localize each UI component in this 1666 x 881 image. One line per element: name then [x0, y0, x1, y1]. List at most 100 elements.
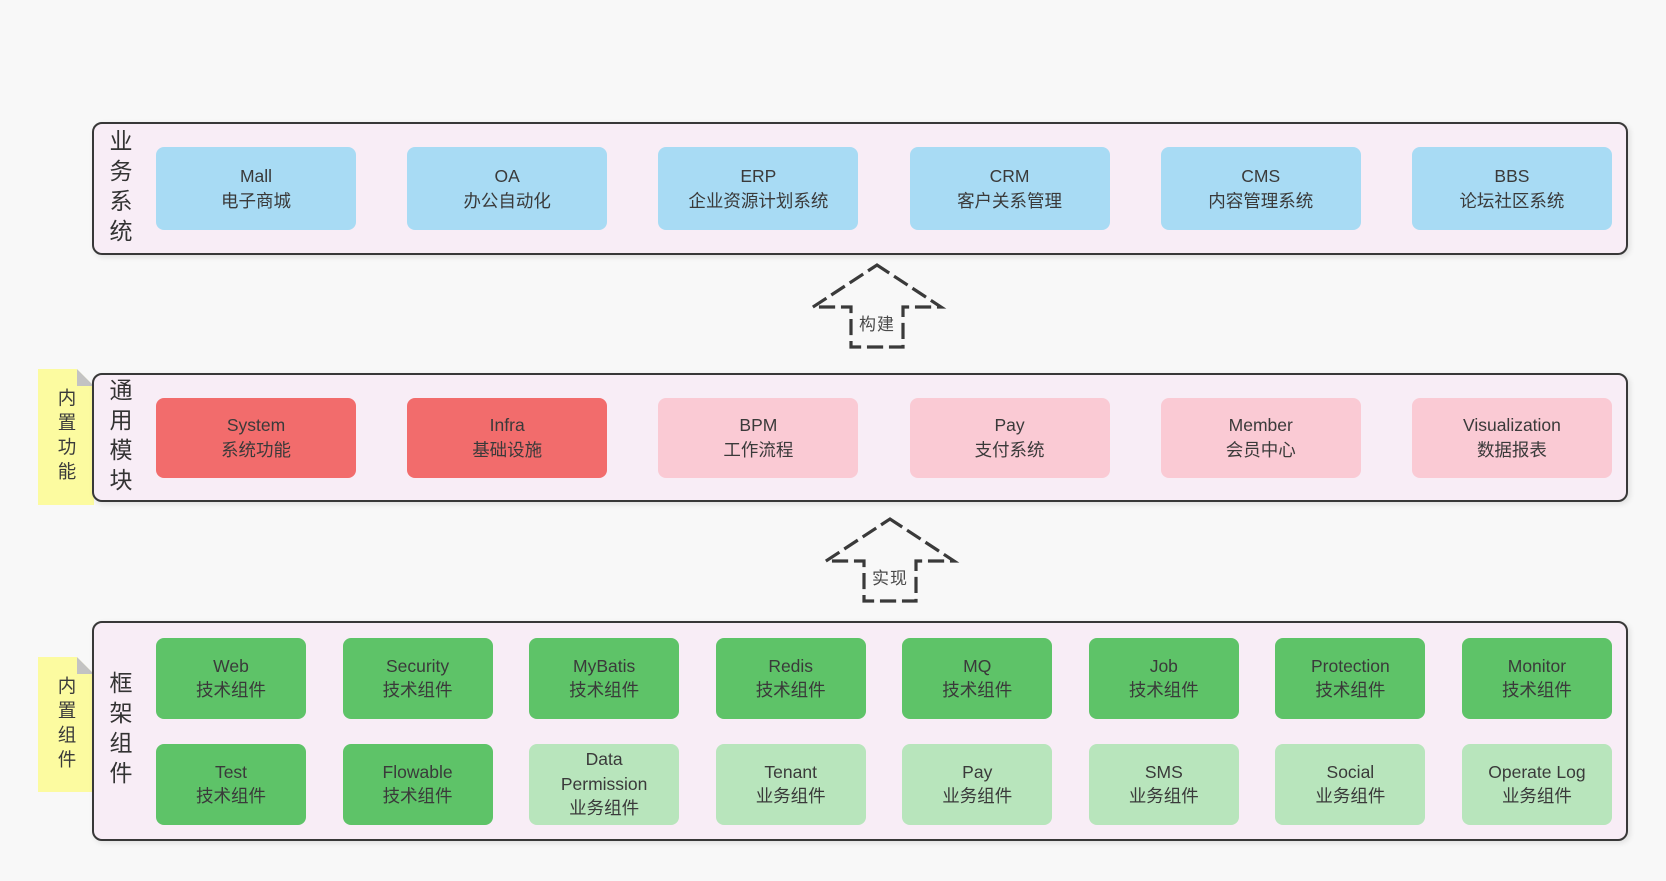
component-box: Data Permission 业务组件 [529, 743, 680, 825]
module-box: Pay 支付系统 [909, 397, 1110, 478]
box-desc: 工作流程 [723, 439, 794, 460]
box-desc: 技术组件 [755, 680, 826, 700]
component-box: Web 技术组件 [156, 637, 306, 719]
box-name: Web [213, 655, 249, 676]
box-name: Data Permission [560, 749, 648, 794]
box-desc: 内容管理系统 [1208, 190, 1314, 211]
sticky-tab-label: 内置功能 [56, 388, 77, 486]
box-desc: 技术组件 [382, 680, 453, 700]
arrow-up-icon [807, 263, 947, 349]
component-box: Security 技术组件 [342, 637, 493, 719]
box-desc: 业务组件 [755, 786, 826, 806]
box-name: Job [1149, 655, 1178, 676]
box-desc: 技术组件 [1501, 680, 1572, 700]
box-desc: 技术组件 [1128, 680, 1199, 700]
arrow-implement: 实现 [820, 516, 960, 604]
box-name: SMS [1144, 761, 1183, 782]
arrow-up-icon [820, 517, 960, 603]
box-desc: 会员中心 [1225, 439, 1296, 460]
box-desc: 企业资源计划系统 [688, 190, 829, 211]
component-box: Job 技术组件 [1088, 637, 1239, 719]
box-desc: 技术组件 [569, 680, 640, 700]
box-name: CMS [1241, 166, 1281, 186]
system-box: OA 办公自动化 [407, 147, 608, 230]
box-desc: 业务组件 [1128, 786, 1199, 806]
box-name: Redis [768, 655, 814, 676]
box-name: BBS [1494, 166, 1530, 186]
component-box: Tenant 业务组件 [715, 743, 866, 825]
component-box: Social 业务组件 [1275, 743, 1426, 825]
box-desc: 客户关系管理 [957, 190, 1063, 211]
box-name: Infra [489, 415, 525, 435]
box-desc: 系统功能 [221, 439, 291, 460]
box-name: Monitor [1507, 655, 1567, 676]
module-box: Member 会员中心 [1160, 397, 1361, 478]
system-box: Mall 电子商城 [156, 147, 356, 230]
box-desc: 电子商城 [221, 190, 291, 211]
box-desc: 业务组件 [942, 786, 1013, 806]
system-box: ERP 企业资源计划系统 [658, 147, 859, 230]
box-name: MQ [963, 655, 992, 676]
component-box: MyBatis 技术组件 [529, 637, 680, 719]
box-desc: 基础设施 [472, 439, 543, 460]
component-box: Redis 技术组件 [715, 637, 866, 719]
arrow-build: 构建 [807, 262, 947, 350]
component-box: Test 技术组件 [156, 743, 306, 825]
box-name: Protection [1310, 655, 1390, 676]
box-desc: 技术组件 [1315, 680, 1386, 700]
component-box: Pay 业务组件 [902, 743, 1053, 825]
box-name: Pay [962, 761, 993, 782]
box-desc: 办公自动化 [463, 190, 551, 211]
component-box: Protection 技术组件 [1275, 637, 1426, 719]
framework-box-row-2: Test 技术组件 Flowable 技术组件 Data Permission … [156, 743, 1612, 825]
box-desc: 业务组件 [1315, 786, 1386, 806]
box-desc: 技术组件 [382, 786, 453, 806]
module-box: System 系统功能 [156, 397, 356, 478]
box-name: Security [385, 655, 450, 676]
box-desc: 技术组件 [196, 680, 266, 700]
system-box: CRM 客户关系管理 [909, 147, 1110, 230]
system-box: CMS 内容管理系统 [1160, 147, 1361, 230]
box-desc: 数据报表 [1476, 439, 1547, 460]
business-box-row: Mall 电子商城 OA 办公自动化 ERP 企业资源计划系统 CRM 客户关系… [156, 147, 1612, 230]
box-name: System [226, 415, 286, 435]
box-desc: 业务组件 [1501, 786, 1572, 806]
system-box: BBS 论坛社区系统 [1411, 147, 1612, 230]
box-desc: 技术组件 [942, 680, 1013, 700]
box-name: OA [494, 166, 520, 186]
section-label-framework: 框架组件 [106, 671, 132, 791]
box-name: BPM [739, 415, 778, 435]
box-name: Member [1228, 415, 1293, 435]
section-common-modules: 通用模块 System 系统功能 Infra 基础设施 BPM 工作流程 Pay… [92, 373, 1628, 502]
section-business-systems: 业务系统 Mall 电子商城 OA 办公自动化 ERP 企业资源计划系统 CRM… [92, 122, 1628, 255]
framework-box-row-1: Web 技术组件 Security 技术组件 MyBatis 技术组件 Redi… [156, 637, 1612, 719]
module-box: Infra 基础设施 [407, 397, 608, 478]
module-box: BPM 工作流程 [658, 397, 859, 478]
component-box: Operate Log 业务组件 [1461, 743, 1612, 825]
arrow-build-label: 构建 [859, 315, 895, 334]
sticky-tab-label: 内置组件 [56, 675, 77, 774]
box-name: ERP [740, 166, 777, 186]
box-name: CRM [989, 166, 1030, 186]
box-name: MyBatis [573, 655, 636, 676]
box-name: Pay [994, 415, 1025, 435]
sticky-tab-built-in-features: 内置功能 [38, 369, 94, 505]
component-box: MQ 技术组件 [902, 637, 1053, 719]
section-label-business: 业务系统 [106, 128, 132, 249]
box-name: Visualization [1462, 415, 1561, 435]
box-desc: 支付系统 [974, 439, 1045, 460]
box-name: Tenant [764, 761, 817, 782]
section-label-modules: 通用模块 [106, 377, 132, 498]
box-desc: 论坛社区系统 [1459, 190, 1565, 211]
component-box: SMS 业务组件 [1088, 743, 1239, 825]
box-name: Operate Log [1488, 761, 1586, 782]
arrow-implement-label: 实现 [872, 569, 908, 588]
box-name: Mall [239, 166, 273, 186]
box-name: Flowable [382, 761, 453, 782]
box-desc: 业务组件 [569, 798, 640, 819]
box-desc: 技术组件 [196, 786, 266, 806]
component-box: Flowable 技术组件 [342, 743, 493, 825]
sticky-tab-built-in-components: 内置组件 [38, 657, 94, 792]
module-box: Visualization 数据报表 [1411, 397, 1612, 478]
box-name: Social [1326, 761, 1375, 782]
